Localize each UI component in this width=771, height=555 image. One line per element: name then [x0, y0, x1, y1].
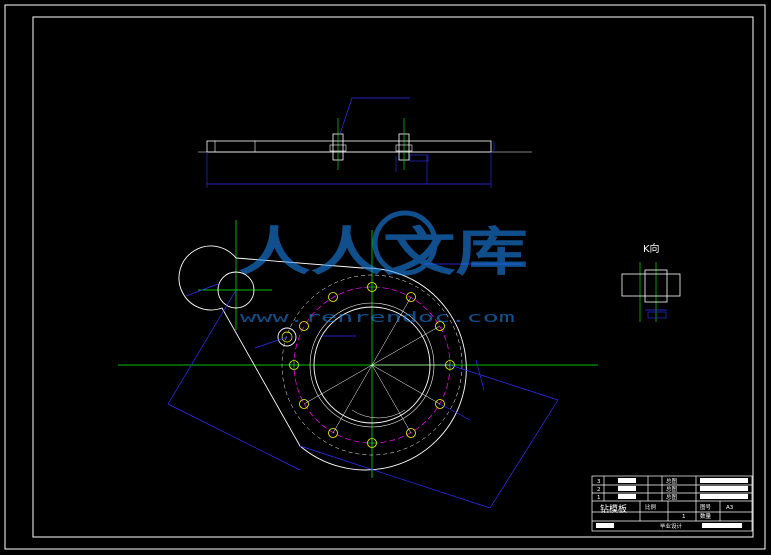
watermark-logo-ring — [372, 210, 438, 276]
tb-redacted-6 — [700, 494, 748, 499]
drill-hole — [328, 428, 338, 438]
tb-row2-role: 总图 — [666, 485, 678, 493]
locating-pin-hole — [277, 327, 297, 347]
outer-dashed-circle — [281, 274, 463, 456]
drill-hole — [299, 399, 309, 409]
drill-hole — [406, 428, 416, 438]
drill-hole — [435, 399, 445, 409]
tb-redacted-8 — [596, 523, 614, 528]
dim-tag-right — [409, 154, 429, 162]
tb-redacted-5 — [700, 486, 748, 491]
tb-row1-index: 3 — [597, 479, 601, 485]
tb-redacted-4 — [700, 478, 748, 483]
tb-row1-role: 总图 — [666, 477, 678, 485]
tb-scale-key: 比例 — [645, 503, 657, 511]
plan-dimensions — [167, 263, 559, 509]
plate-outline — [178, 245, 467, 471]
locating-pin-hole-inner — [281, 331, 293, 343]
tb-sheet-key: 图号 — [700, 503, 712, 511]
part-name: 钻模板 — [600, 503, 627, 515]
tb-row2-index: 2 — [597, 487, 601, 493]
outer-sheet-border — [4, 4, 766, 550]
bushing-section-right — [395, 118, 413, 170]
inner-drawing-border — [32, 16, 754, 538]
k-view-plate — [621, 273, 681, 297]
drill-hole — [328, 292, 338, 302]
tb-sheet-value: A3 — [726, 505, 734, 511]
bushing-section-left — [329, 118, 347, 170]
tb-school-label: 毕业设计 — [660, 522, 683, 530]
drill-hole — [299, 321, 309, 331]
dim-leader-top — [339, 97, 353, 135]
tb-row3-index: 1 — [597, 495, 601, 501]
k-view-detail: K向 — [621, 242, 681, 322]
tb-redacted-1 — [618, 478, 636, 483]
watermark: 人人文库 www.renrendoc.com — [238, 210, 528, 326]
title-block-text: 3 总图 2 总图 1 总图 比例 图号 A3 1 数量 毕业设计 — [597, 477, 734, 530]
tb-redacted-3 — [618, 494, 636, 499]
left-boss-hole — [217, 271, 255, 309]
watermark-url: www.renrendoc.com — [240, 310, 515, 326]
angle-arc — [351, 409, 406, 419]
tb-redacted-2 — [618, 486, 636, 491]
tb-redacted-7 — [702, 523, 742, 528]
k-view-dim-tag — [647, 311, 667, 319]
tb-qty-key: 数量 — [700, 512, 712, 520]
drill-hole — [406, 292, 416, 302]
main-plan-view — [118, 220, 598, 509]
radial-leaders — [303, 296, 450, 434]
title-block — [591, 475, 753, 532]
tb-row3-role: 总图 — [666, 493, 678, 501]
k-view-label: K向 — [643, 242, 660, 255]
drill-hole — [435, 321, 445, 331]
top-section-view — [198, 97, 532, 188]
watermark-text: 人人文库 — [238, 223, 528, 283]
k-view-bushing — [644, 269, 668, 303]
tb-qty-value: 1 — [682, 514, 686, 520]
plate-section — [206, 140, 492, 153]
